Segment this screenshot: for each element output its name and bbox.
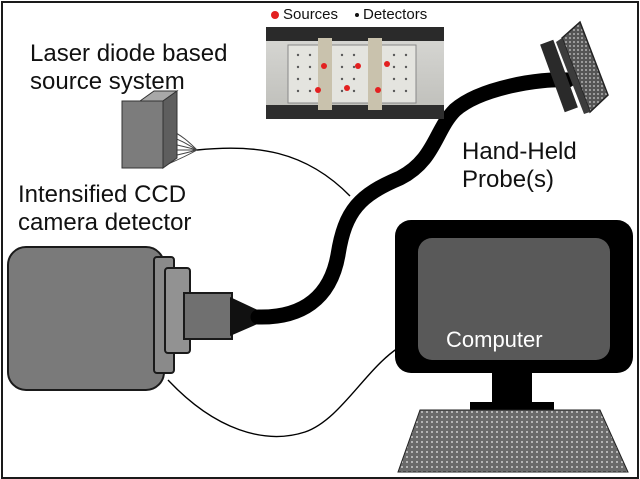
label-laser-line1: Laser diode based — [30, 40, 228, 67]
thin-cables — [167, 147, 399, 438]
label-hand-held-probe: Hand-Held Probe(s) — [462, 138, 577, 194]
camera-lens — [183, 292, 233, 340]
ccd-camera — [7, 246, 262, 391]
label-ccd-line1: Intensified CCD — [18, 181, 187, 208]
legend-detectors-label: Detectors — [363, 6, 428, 23]
hand-held-probe — [540, 20, 609, 114]
probe-cable — [250, 72, 576, 325]
cable-camera-to-computer — [167, 347, 399, 438]
label-laser-source: Laser diode based source system — [30, 40, 227, 96]
legend-sources-label: Sources — [283, 6, 339, 23]
computer-stand-neck — [492, 372, 532, 405]
laser-source-box — [121, 90, 179, 169]
label-probe-line2: Probe(s) — [462, 166, 555, 193]
computer-stand-base — [470, 402, 554, 412]
label-computer: Computer — [446, 327, 543, 352]
source-points — [315, 61, 390, 93]
label-ccd-line2: camera detector — [18, 209, 192, 236]
label-probe-line1: Hand-Held — [462, 138, 577, 165]
legend-sources: Sources — [271, 6, 338, 24]
detector-grid — [296, 53, 408, 93]
label-laser-line2: source system — [30, 68, 185, 95]
computer-keyboard — [397, 409, 629, 473]
label-ccd-camera: Intensified CCD camera detector — [18, 181, 191, 237]
cable-source-to-junction — [196, 147, 351, 197]
probe-photo-inset — [266, 27, 444, 119]
camera-body — [7, 246, 165, 391]
computer — [395, 220, 633, 473]
source-dot-icon — [271, 11, 279, 20]
computer-monitor-screen — [418, 238, 610, 360]
legend-detectors: Detectors — [355, 6, 427, 24]
lens-taper — [230, 297, 262, 336]
detector-dot-icon — [355, 13, 359, 18]
